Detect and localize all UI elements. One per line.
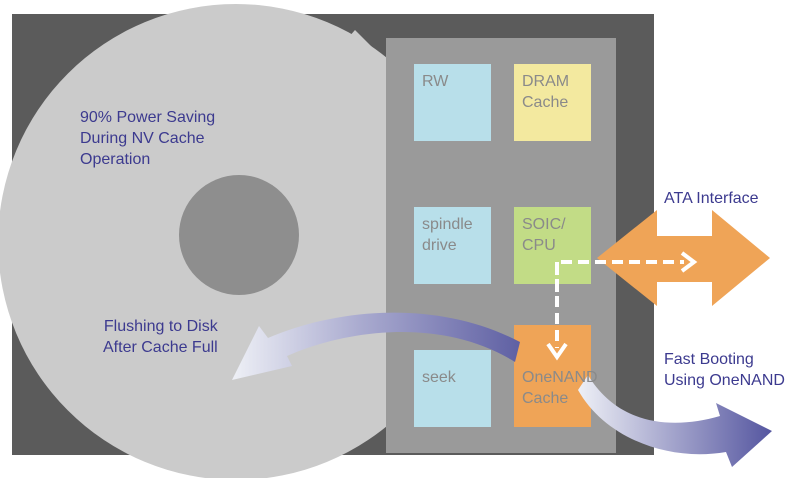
onenand-cache-block (514, 325, 591, 427)
onenand-cache-label: OneNAND Cache (522, 369, 598, 407)
rw-label: RW (422, 73, 449, 90)
dram-cache-block (514, 64, 591, 141)
fast-booting-label: Fast Booting Using OneNAND (664, 351, 785, 389)
soic-cpu-block (514, 207, 591, 284)
power-saving-label: 90% Power Saving During NV Cache Operati… (80, 109, 216, 168)
spindle-drive-label: spindle drive (422, 216, 473, 254)
spindle-drive-block (414, 207, 491, 284)
ata-interface-label: ATA Interface (664, 190, 759, 207)
seek-block (414, 350, 491, 427)
dram-cache-label: DRAM Cache (522, 73, 570, 111)
fast-booting-arrow (578, 375, 772, 467)
arrowhead-right (680, 251, 698, 273)
soic-cpu-label: SOIC/ CPU (522, 216, 566, 254)
callout-wedge (250, 30, 385, 150)
flushing-label: Flushing to Disk After Cache Full (103, 318, 218, 356)
rw-block (414, 64, 491, 141)
flush-to-disk-arrow (232, 312, 520, 380)
seek-label: seek (422, 369, 456, 386)
spindle-hub (179, 175, 299, 295)
ata-interface-arrow (597, 210, 770, 306)
arrowhead-down (546, 342, 568, 361)
